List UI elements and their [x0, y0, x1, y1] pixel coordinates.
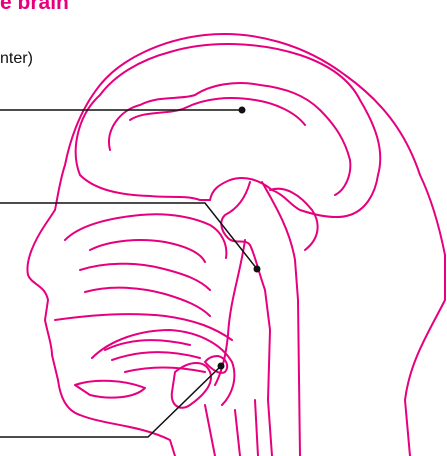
- hard-palate: [55, 314, 232, 340]
- lower-lip: [75, 381, 145, 398]
- tongue-fibers: [105, 340, 205, 372]
- brain-outline: [76, 44, 381, 217]
- leader-dot-larynx: [218, 363, 225, 370]
- neck-back-outline: [405, 255, 445, 456]
- brain-inner-fold: [130, 98, 305, 125]
- brain-gyri: [109, 83, 350, 195]
- trachea-outline: [205, 405, 240, 456]
- nasal-cavity-outline: [65, 214, 226, 258]
- esophagus-outline: [255, 400, 258, 456]
- turbinate-middle: [80, 264, 210, 290]
- leader-line-larynx: [0, 366, 221, 437]
- cerebellum-outline: [270, 189, 318, 250]
- turbinate-upper: [90, 240, 205, 262]
- leader-dot-nasopharynx: [254, 266, 261, 273]
- leader-dot-brain: [239, 107, 246, 114]
- turbinate-lower: [85, 288, 210, 316]
